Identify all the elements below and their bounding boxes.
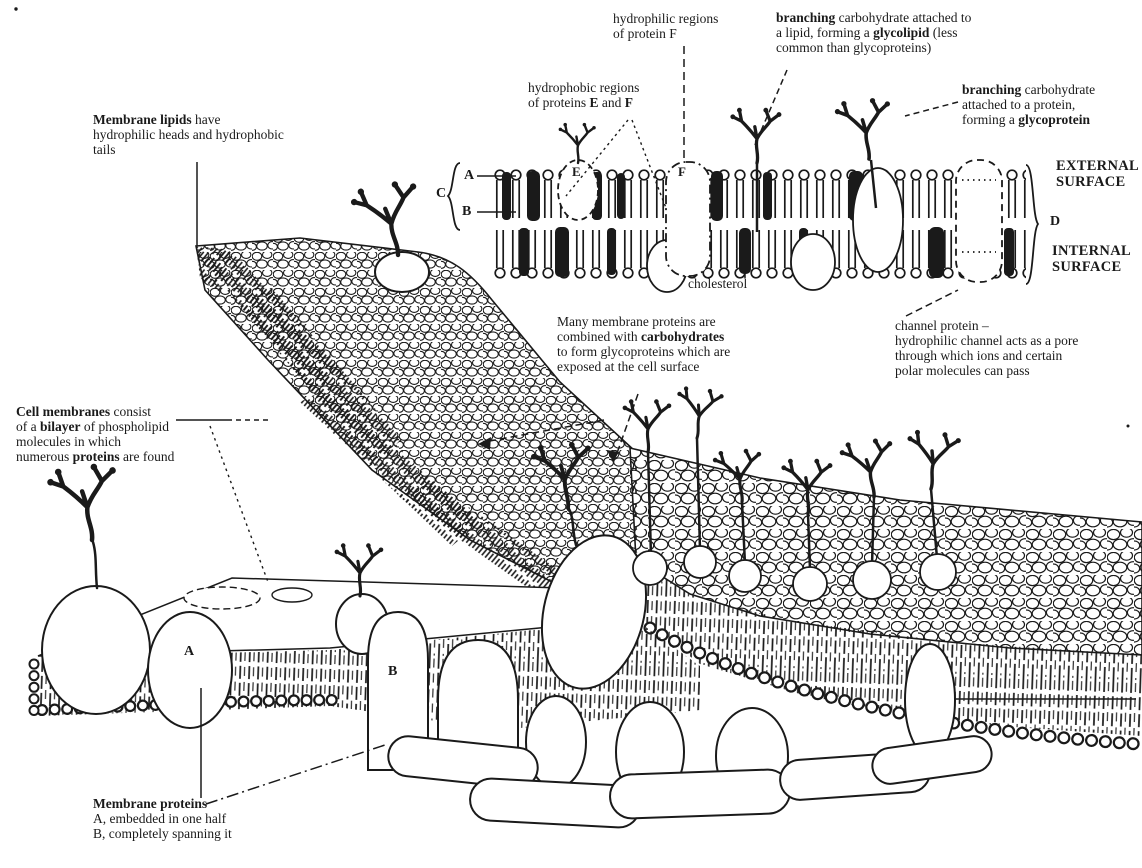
label-cholesterol: cholesterol [688,276,748,291]
carbohydrate-tree [901,427,964,493]
letter-d-cross-section: D [1050,214,1061,229]
protein-f [665,161,711,277]
leader-protein-b [205,743,389,805]
letter-b-cross-section: B [462,204,472,219]
surface-band-tail-fringe [636,560,1142,736]
letter-a-protein-art: A [184,644,195,659]
spanning-protein-blob [437,638,519,763]
leader-glycoprotein [904,101,959,117]
glycoprotein-anchor-protein [852,167,904,273]
cross-section-membrane [446,94,1040,293]
large-left-protein [41,585,151,715]
leader-cell-membranes-3 [209,425,269,583]
peripheral-protein [609,768,791,820]
carbohydrate-tree [46,461,125,545]
head-group-row-right [643,621,1142,751]
leader-glycolipid [754,69,788,146]
surface-glycoproteins [46,177,964,602]
leader-lines [176,46,959,805]
carbohydrate-tree [671,384,726,442]
glycoprotein-carbohydrate-tree [832,94,898,164]
edge-glycoprotein-blob [374,251,430,293]
large-tilted-glycoprotein [540,534,648,690]
leader-many-proteins-2 [483,419,605,443]
leader-hydrophobic-e [565,119,629,197]
leader-arrowheads [478,437,619,462]
channel-protein-shape [955,159,1003,283]
peripheral-protein [387,735,539,789]
cut-edge-tail-bands [196,246,570,602]
cholesterol-molecule [739,228,751,274]
leader-channel-protein [905,289,959,317]
carbohydrate-tree [621,397,673,454]
protein-b-blob [367,610,429,771]
letter-e-protein: E [572,164,581,179]
letter-b-protein-art: B [388,664,398,679]
label-channel-protein: channel protein –hydrophilic channel act… [895,318,1079,378]
scan-specks [14,7,1130,428]
membrane-sheet [195,237,1142,751]
embedded-proteins-dark [502,171,1014,278]
letter-c-cross-section: C [436,186,447,201]
letter-a-cross-section: A [464,168,475,183]
brace-d [1025,164,1040,285]
leader-hydrophobic-f [631,119,667,209]
brace-c [446,162,461,231]
carbohydrate-tree [557,121,597,165]
membrane-proteins-art [41,251,993,829]
peripheral-protein [871,735,993,785]
protein-a-blob [147,611,233,729]
letter-f-protein: F [678,164,686,179]
glycolipid-carbohydrate-tree [728,106,784,165]
protein-e [557,159,599,221]
